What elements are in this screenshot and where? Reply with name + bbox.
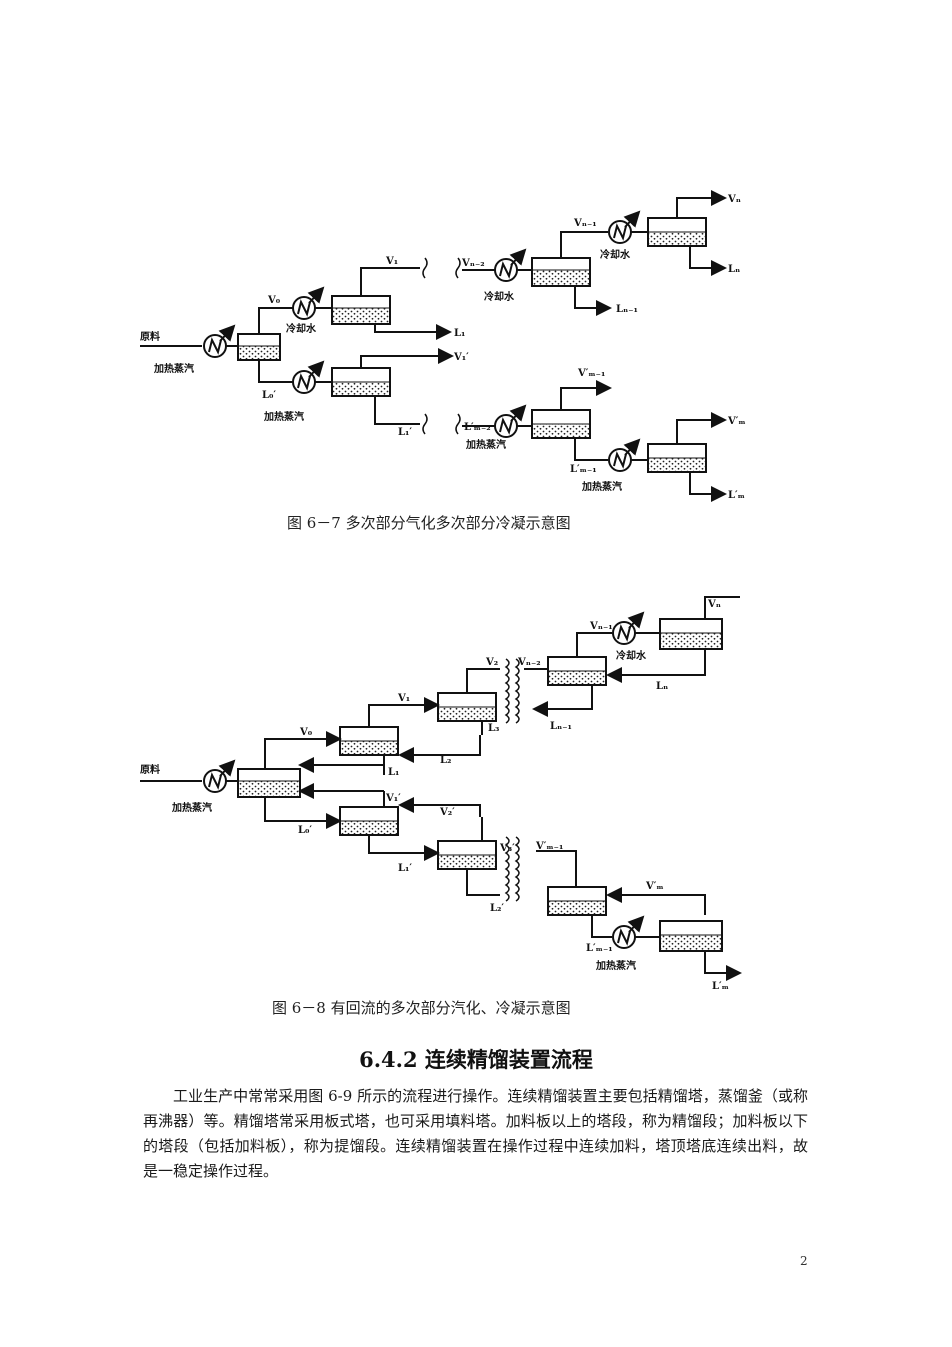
label-v2p: V₂′ bbox=[439, 807, 455, 818]
stage-2 bbox=[437, 692, 497, 722]
label-v2: V₂ bbox=[485, 657, 498, 668]
label-heating-steam-6: 加热蒸汽 bbox=[595, 959, 636, 972]
label-ln1: Lₙ₋₁ bbox=[616, 304, 638, 315]
label-vn2-2: Vₙ₋₂ bbox=[517, 657, 541, 668]
stage-2p bbox=[437, 840, 497, 870]
label-vn2: Vₙ₋₂ bbox=[461, 258, 485, 269]
label-cooling-water-3: 冷却水 bbox=[600, 248, 631, 261]
label-heating-steam-4: 加热蒸汽 bbox=[581, 480, 622, 493]
exchanger-vn2 bbox=[494, 248, 527, 282]
label-v0-2: V₀ bbox=[299, 727, 313, 738]
label-heating-steam: 加热蒸汽 bbox=[153, 362, 194, 375]
label-cooling-water-2: 冷却水 bbox=[484, 290, 515, 303]
tank-m1p bbox=[531, 409, 591, 439]
label-l0p-2: L₀′ bbox=[298, 825, 312, 836]
label-vn1-2: Vₙ₋₁ bbox=[589, 621, 613, 632]
tank-n bbox=[647, 217, 707, 247]
figure-6-8: 原料 加热蒸汽 V₀ V₁ L₂ L₁ V₂ L₃ Vₙ₋₂ Lₙ₋₁ Vₙ₋₁… bbox=[140, 585, 770, 1005]
label-vm1p: V′ₘ₋₁ bbox=[577, 368, 605, 379]
exchanger-lm2p bbox=[494, 404, 527, 438]
exchanger-vn1-2 bbox=[612, 611, 645, 645]
tank-mp bbox=[647, 443, 707, 473]
label-l0p: L₀′ bbox=[262, 390, 276, 401]
stage-mp bbox=[659, 920, 723, 952]
figure-6-8-caption: 图 6－8 有回流的多次部分汽化、冷凝示意图 bbox=[272, 999, 571, 1017]
label-v1p: V₁′ bbox=[453, 352, 469, 363]
tank-0 bbox=[237, 333, 281, 361]
stage-1p bbox=[339, 806, 399, 836]
label-feed: 原料 bbox=[140, 330, 160, 343]
tank-1 bbox=[331, 295, 391, 325]
label-heating-steam-5: 加热蒸汽 bbox=[171, 801, 212, 814]
label-l1p: L₁′ bbox=[398, 427, 412, 438]
label-ln-2: Lₙ bbox=[656, 681, 668, 692]
label-l1: L₁ bbox=[454, 328, 465, 339]
exchanger-l0p bbox=[292, 360, 325, 394]
label-lm2p: L′ₘ₋₂ bbox=[464, 422, 491, 433]
label-v3p: V₃′ bbox=[499, 843, 515, 854]
exchanger-v0 bbox=[292, 286, 325, 320]
label-heating-steam-2: 加热蒸汽 bbox=[263, 410, 304, 423]
stage-n1 bbox=[547, 656, 607, 686]
stage-n bbox=[659, 618, 723, 650]
stage-1 bbox=[339, 726, 399, 756]
label-v0: V₀ bbox=[267, 295, 281, 306]
label-lm1p: L′ₘ₋₁ bbox=[570, 464, 597, 475]
label-vmp-2: V′ₘ bbox=[645, 881, 664, 892]
body-paragraph: 工业生产中常常采用图 6-9 所示的流程进行操作。连续精馏装置主要包括精馏塔，蒸… bbox=[143, 1087, 808, 1180]
label-ln1-2: Lₙ₋₁ bbox=[550, 721, 572, 732]
exchanger-feed-2 bbox=[203, 759, 236, 793]
label-vn1: Vₙ₋₁ bbox=[573, 218, 597, 229]
tank-n1 bbox=[531, 257, 591, 287]
label-vn: Vₙ bbox=[727, 194, 741, 205]
label-vmp: V′ₘ bbox=[727, 416, 746, 427]
exchanger-feed bbox=[203, 324, 236, 358]
label-ln: Lₙ bbox=[728, 264, 740, 275]
label-v1p-2: V₁′ bbox=[385, 793, 401, 804]
label-feed-2: 原料 bbox=[140, 763, 160, 776]
label-lmp-2: L′ₘ bbox=[712, 981, 729, 992]
figure-6-7-caption: 图 6－7 多次部分气化多次部分冷凝示意图 bbox=[287, 514, 571, 532]
label-vm1p-2: V′ₘ₋₁ bbox=[535, 841, 563, 852]
label-lmp: L′ₘ bbox=[728, 490, 745, 501]
label-v1: V₁ bbox=[385, 256, 398, 267]
label-l1-2: L₁ bbox=[388, 767, 399, 778]
page-number: 2 bbox=[800, 1254, 808, 1268]
exchanger-lm1p bbox=[608, 438, 641, 472]
label-l2p: L₂′ bbox=[490, 903, 504, 914]
label-l1p-2: L₁′ bbox=[398, 863, 412, 874]
tank-1p bbox=[331, 367, 391, 397]
label-vn-2: Vₙ bbox=[707, 599, 721, 610]
figure-6-7: 原料 加热蒸汽 V₀ 冷却水 V₁ L₁ V₁′ L₀′ 加热蒸汽 L₁′ Vₙ… bbox=[140, 180, 770, 510]
stage-m1p bbox=[547, 886, 607, 916]
label-cooling-water: 冷却水 bbox=[286, 322, 317, 335]
exchanger-vn1 bbox=[608, 210, 641, 244]
label-cooling-water-4: 冷却水 bbox=[616, 649, 647, 662]
label-lm1p-2: L′ₘ₋₁ bbox=[586, 943, 613, 954]
exchanger-lm1p-2 bbox=[612, 915, 645, 949]
section-heading: 6.4.2 连续精馏装置流程 bbox=[359, 1047, 593, 1072]
label-heating-steam-3: 加热蒸汽 bbox=[465, 438, 506, 451]
tank-feed bbox=[237, 768, 301, 798]
label-l3: L₃ bbox=[488, 723, 499, 734]
label-v1-2: V₁ bbox=[397, 693, 410, 704]
label-l2: L₂ bbox=[440, 755, 451, 766]
